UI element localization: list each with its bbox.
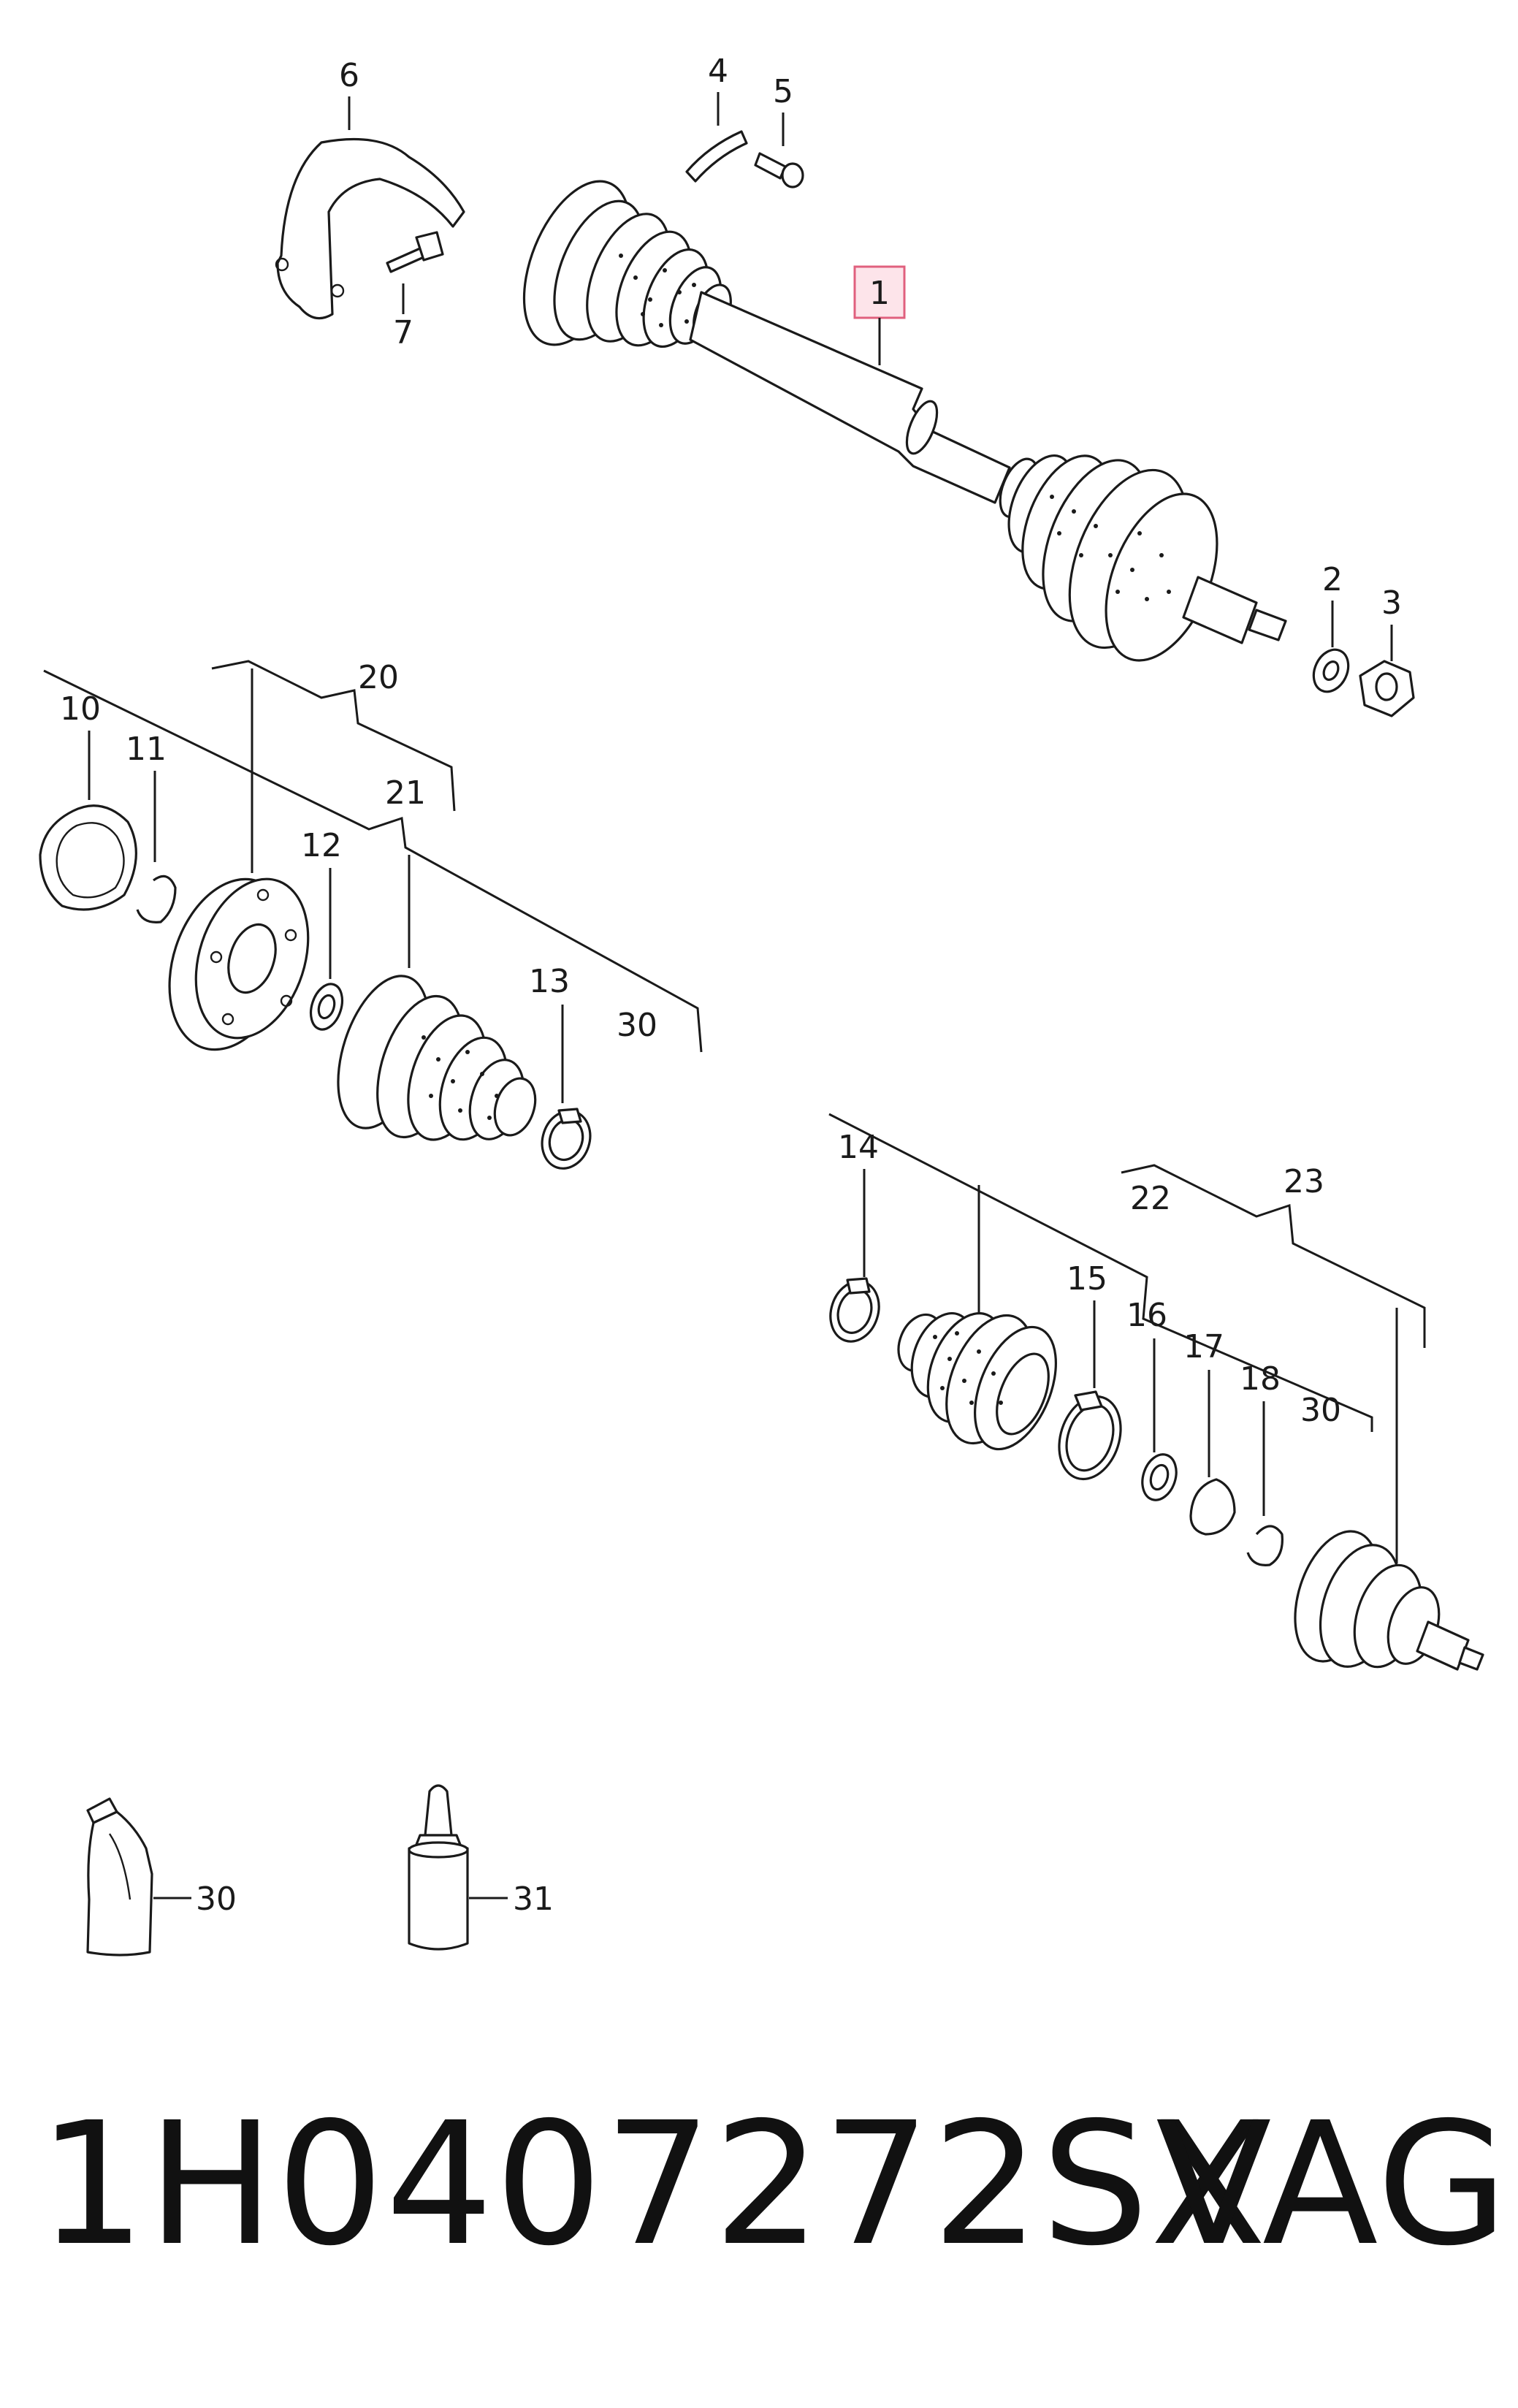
callout-18[interactable]: 18 [1240, 1360, 1281, 1516]
callout-7[interactable]: 7 [393, 283, 413, 351]
callout-21-label: 21 [385, 774, 426, 812]
inner-joint-kit [39, 660, 703, 1170]
callout-16[interactable]: 16 [1126, 1297, 1167, 1452]
callout-16-label: 16 [1126, 1297, 1167, 1334]
callout-21[interactable]: 21 [385, 774, 426, 812]
callout-6[interactable]: 6 [339, 57, 359, 130]
callout-17-label: 17 [1183, 1328, 1224, 1365]
callout-30-inner[interactable]: 30 [617, 1007, 657, 1044]
callout-31-label: 31 [513, 1881, 554, 1918]
callout-30-outer-label: 30 [1300, 1392, 1341, 1429]
outer-joint-kit [828, 1113, 1484, 1671]
bottle-31 [408, 1784, 469, 1951]
drive-shaft-assembly [522, 180, 1287, 662]
brand-name: VAG [1156, 2086, 1510, 2283]
callout-18-label: 18 [1240, 1360, 1281, 1398]
outer-boot-kit [897, 1311, 1057, 1451]
callout-4-label: 4 [708, 53, 728, 90]
callout-20-label: 20 [358, 659, 399, 696]
callout-11[interactable]: 11 [126, 731, 167, 862]
callout-5[interactable]: 5 [773, 73, 793, 146]
grease-tube-30 [86, 1797, 153, 1956]
bolt-5 [754, 152, 804, 188]
callout-14-label: 14 [838, 1129, 879, 1166]
callout-17[interactable]: 17 [1183, 1328, 1224, 1477]
callout-13-label: 13 [529, 963, 570, 1000]
callout-10-label: 10 [60, 690, 101, 728]
callout-1[interactable]: 1 [853, 265, 906, 365]
callout-22[interactable]: 22 [1130, 1180, 1171, 1217]
inner-joint-body [168, 877, 310, 1051]
callout-13[interactable]: 13 [529, 963, 570, 1103]
callout-2[interactable]: 2 [1322, 561, 1343, 647]
callout-23-label: 23 [1284, 1163, 1324, 1200]
callout-15[interactable]: 15 [1067, 1260, 1107, 1388]
callout-31[interactable]: 31 [469, 1881, 554, 1918]
callout-12-label: 12 [301, 827, 342, 864]
callout-15-label: 15 [1067, 1260, 1107, 1298]
callout-3[interactable]: 3 [1381, 584, 1402, 661]
outer-joint-body [1294, 1530, 1484, 1671]
callout-30-inner-label: 30 [617, 1007, 657, 1044]
callout-30-outer[interactable]: 30 [1300, 1392, 1341, 1429]
inner-boot-21 [337, 975, 537, 1141]
clamp-14 [829, 1277, 880, 1343]
callout-22-label: 22 [1130, 1180, 1171, 1217]
bolt-7 [386, 231, 444, 273]
footer: 1H0407272SX VAG [0, 2075, 1518, 2294]
callout-11-label: 11 [126, 731, 167, 768]
callout-1-label: 1 [869, 275, 890, 312]
clip-4 [685, 130, 748, 183]
bracket-6 [275, 137, 465, 320]
callout-5-label: 5 [773, 73, 793, 110]
callout-23[interactable]: 23 [1284, 1163, 1324, 1200]
part-number: 1H0407272SX [38, 2086, 1268, 2283]
clamp-15 [1058, 1390, 1122, 1481]
callout-4[interactable]: 4 [708, 53, 728, 126]
callout-30-tube-label: 30 [196, 1881, 237, 1918]
callout-7-label: 7 [393, 314, 413, 351]
callout-10[interactable]: 10 [60, 690, 101, 800]
washer-2 [1312, 648, 1350, 693]
nut-3 [1359, 660, 1415, 717]
callout-6-label: 6 [339, 57, 359, 94]
clamp-13 [541, 1108, 592, 1170]
callout-12[interactable]: 12 [301, 827, 342, 979]
callout-2-label: 2 [1322, 561, 1343, 598]
outer-boot [999, 454, 1218, 662]
callout-30-tube[interactable]: 30 [153, 1881, 237, 1918]
callout-14[interactable]: 14 [838, 1129, 879, 1277]
callout-3-label: 3 [1381, 584, 1402, 622]
callout-20[interactable]: 20 [358, 659, 399, 696]
